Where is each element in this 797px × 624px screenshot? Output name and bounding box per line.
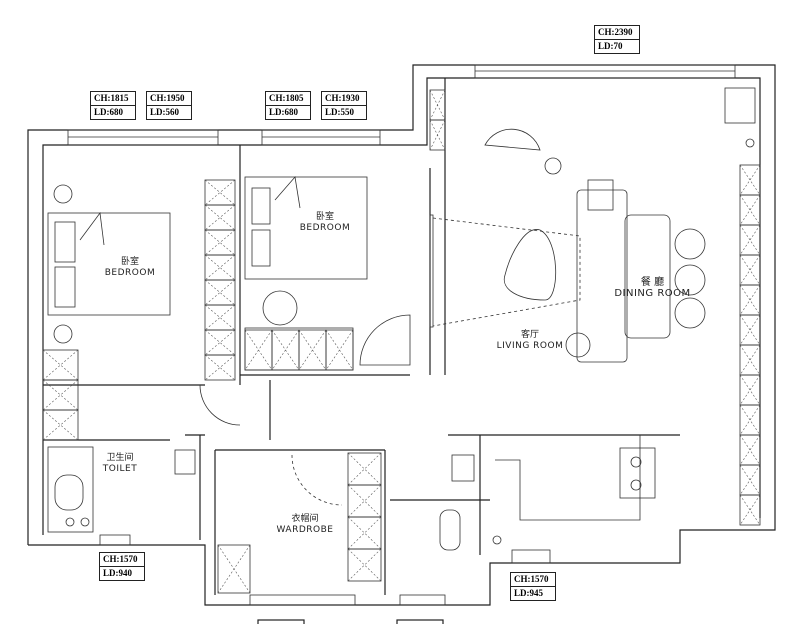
bed-2 bbox=[244, 176, 411, 371]
wardrobe-cell bbox=[204, 354, 236, 381]
ch-value: CH:1815 bbox=[94, 93, 129, 103]
wardrobe-cell bbox=[739, 494, 761, 526]
living-dining-furniture bbox=[429, 128, 706, 363]
ld-value: LD:550 bbox=[322, 105, 366, 119]
bath-kitchen-fixtures bbox=[47, 87, 756, 551]
wardrobe-cell bbox=[217, 544, 251, 594]
bed-1 bbox=[47, 184, 171, 344]
cut-off-tag bbox=[257, 619, 305, 624]
ch-value: CH:2390 bbox=[598, 27, 633, 37]
wardrobe-cell bbox=[347, 548, 382, 582]
ch-value: CH:1570 bbox=[514, 574, 549, 584]
ld-value: LD:680 bbox=[91, 105, 135, 119]
wardrobe-cell bbox=[42, 349, 79, 381]
windows bbox=[67, 64, 736, 606]
ld-value: LD:560 bbox=[147, 105, 191, 119]
ch-value: CH:1570 bbox=[103, 554, 138, 564]
wardrobe-cell bbox=[347, 484, 382, 518]
cut-off-tag bbox=[396, 619, 444, 624]
ld-value: LD:940 bbox=[100, 566, 144, 580]
ch-value: CH:1805 bbox=[269, 93, 304, 103]
wardrobe-cell bbox=[42, 409, 79, 441]
ld-value: LD:945 bbox=[511, 586, 555, 600]
walls bbox=[27, 64, 776, 606]
wardrobe-cell bbox=[429, 119, 446, 151]
wardrobe-cell bbox=[347, 452, 382, 486]
ch-value: CH:1930 bbox=[325, 93, 360, 103]
ch-value: CH:1950 bbox=[150, 93, 185, 103]
ld-value: LD:680 bbox=[266, 105, 310, 119]
wardrobes bbox=[42, 89, 761, 594]
wardrobe-cell bbox=[347, 516, 382, 550]
ld-value: LD:70 bbox=[595, 39, 639, 53]
